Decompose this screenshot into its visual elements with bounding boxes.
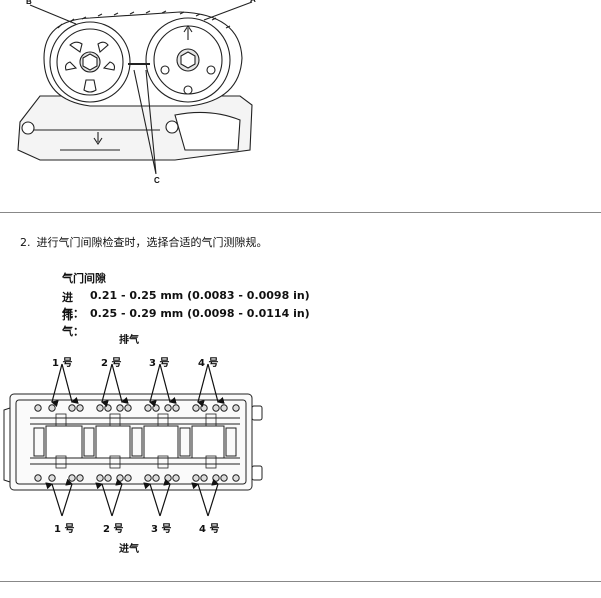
- top-cyl-4: 4 号: [198, 358, 219, 369]
- section-divider-top: [0, 212, 601, 213]
- intake-value: 0.21 - 0.25 mm (0.0083 - 0.0098 in): [90, 289, 310, 302]
- top-cyl-1: 1 号: [52, 358, 73, 369]
- exhaust-label: 排气：: [62, 309, 84, 338]
- cylinder-head-figure: [3, 363, 263, 517]
- step-text: 进行气门间隙检查时，选择合适的气门测隙规。: [36, 236, 268, 249]
- section-divider-bottom: [0, 581, 601, 582]
- bottom-cyl-1: 1 号: [54, 524, 75, 535]
- top-cyl-3: 3 号: [149, 358, 170, 369]
- bottom-cyl-2: 2 号: [103, 524, 124, 535]
- callout-c: C: [154, 176, 160, 185]
- callout-b: B: [26, 0, 32, 6]
- intake-caption: 进气: [119, 544, 139, 555]
- intake-label: 进气：: [62, 291, 84, 320]
- exhaust-spec-row: 排气： 0.25 - 0.29 mm (0.0098 - 0.0114 in): [62, 307, 310, 339]
- step-2: 2. 进行气门间隙检查时，选择合适的气门测隙规。: [20, 234, 268, 250]
- exhaust-value: 0.25 - 0.29 mm (0.0098 - 0.0114 in): [90, 307, 310, 320]
- bottom-cyl-3: 3 号: [151, 524, 172, 535]
- clearance-heading: 气门间隙: [62, 272, 106, 285]
- cam-sprocket-figure: [17, 1, 253, 175]
- bottom-cyl-4: 4 号: [199, 524, 220, 535]
- top-cyl-2: 2 号: [101, 358, 122, 369]
- intake-spec-row: 进气： 0.21 - 0.25 mm (0.0083 - 0.0098 in): [62, 289, 310, 321]
- callout-a: A: [250, 0, 256, 4]
- step-number: 2.: [20, 236, 31, 249]
- exhaust-caption: 排气: [119, 335, 139, 346]
